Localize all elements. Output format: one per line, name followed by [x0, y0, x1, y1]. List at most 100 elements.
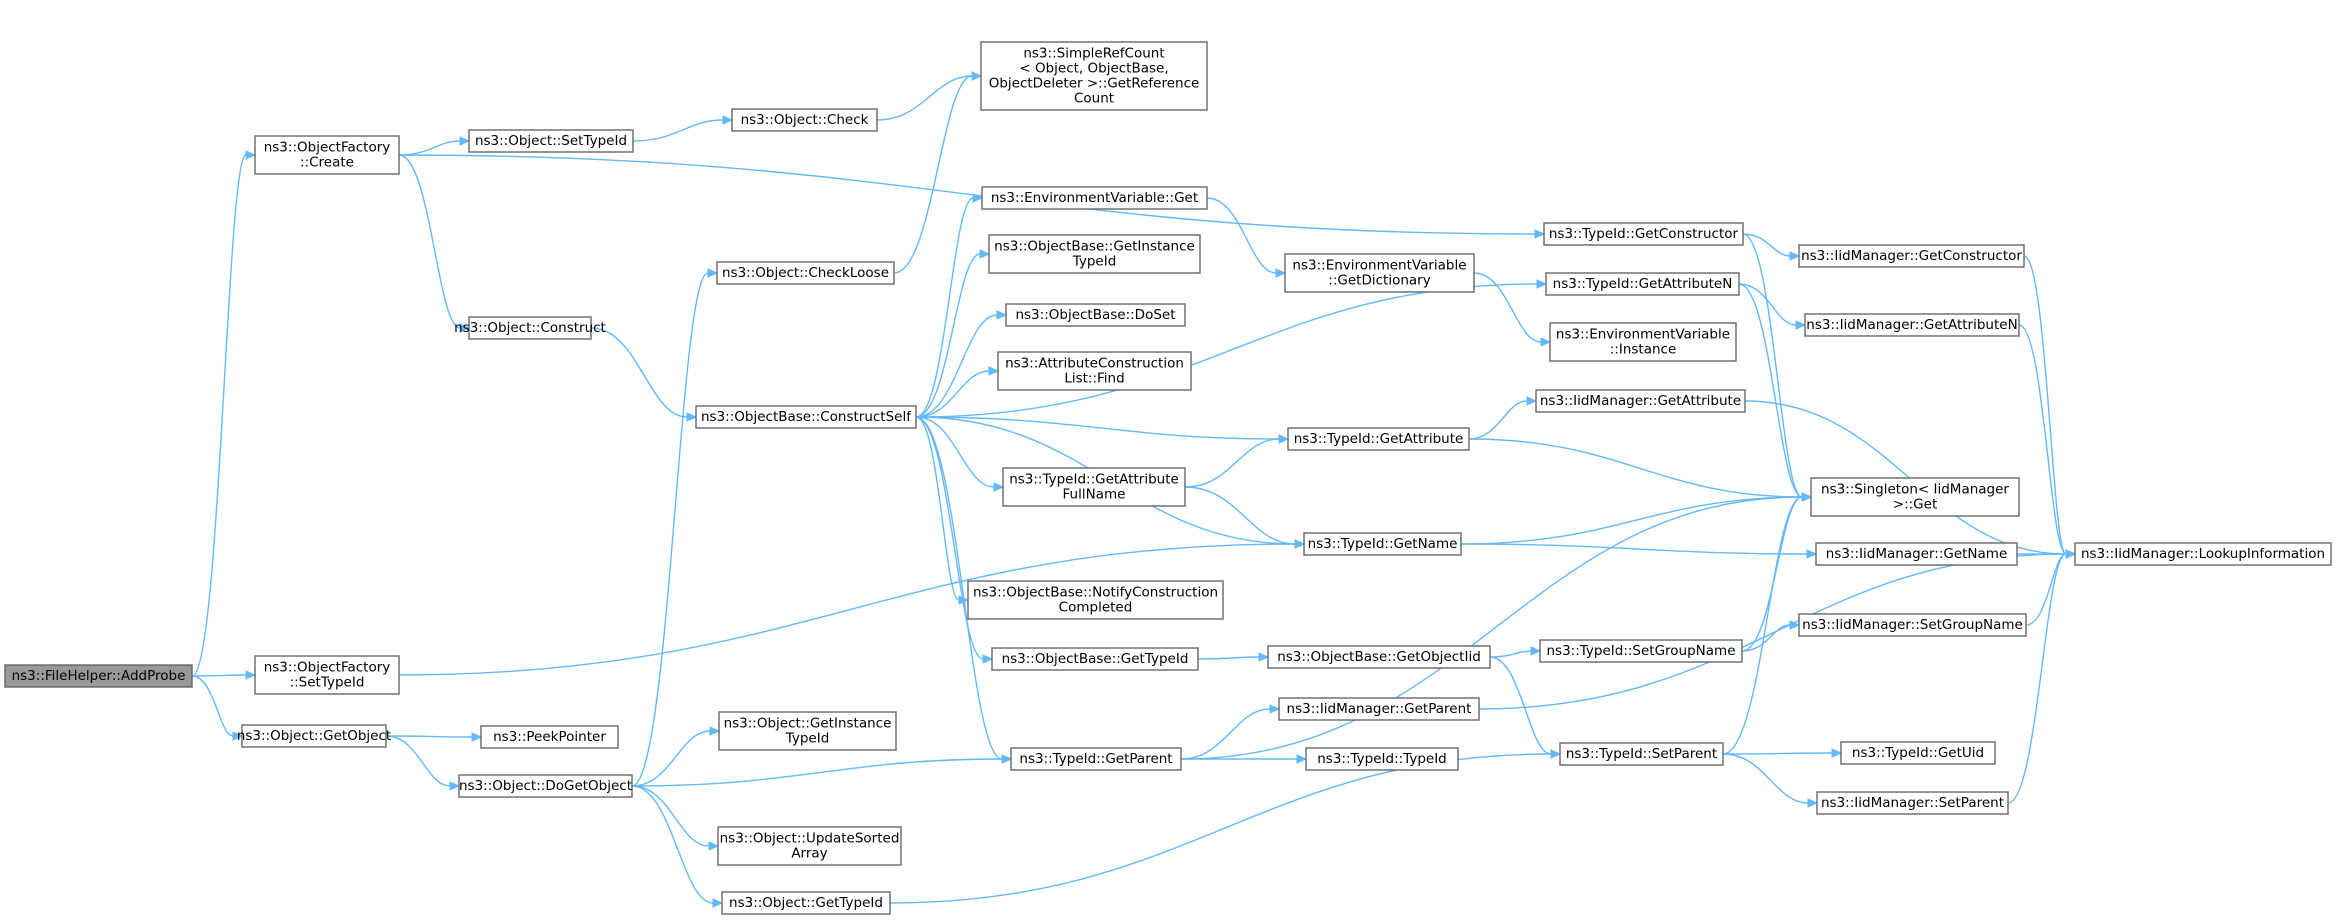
node-addprobe[interactable]: ns3::FileHelper::AddProbe — [4, 664, 193, 688]
node-box — [1284, 253, 1475, 293]
node-envvar-instance[interactable]: ns3::EnvironmentVariable::Instance — [1549, 322, 1737, 362]
node-label: Array — [791, 846, 827, 862]
node-iid-setgroupname[interactable]: ns3::IidManager::SetGroupName — [1798, 613, 2027, 637]
edge-arrowhead — [993, 482, 1005, 492]
edge-tid-getattribute-to-iid-getattribute — [1468, 396, 1538, 440]
node-simplerefcount[interactable]: ns3::SimpleRefCount< Object, ObjectBase,… — [980, 41, 1208, 111]
edge-arrowhead — [232, 731, 244, 741]
node-obj-getobject[interactable]: ns3::Object::GetObject — [237, 724, 391, 748]
node-tid-getuid[interactable]: ns3::TypeId::GetUid — [1840, 741, 1996, 765]
node-box — [1545, 272, 1740, 296]
node-box — [1539, 639, 1743, 663]
node-label: ns3::ObjectBase::GetInstance — [994, 239, 1195, 255]
edge-ob-constructself-to-ob-gettypeid — [915, 416, 994, 664]
node-label: ns3::Singleton< IidManager — [1821, 482, 2009, 498]
node-tid-getname[interactable]: ns3::TypeId::GetName — [1303, 532, 1462, 556]
node-of-settypeid[interactable]: ns3::ObjectFactory::SetTypeId — [254, 655, 400, 695]
node-label: ns3::Object::UpdateSorted — [720, 831, 900, 847]
node-tid-typeid[interactable]: ns3::TypeId::TypeId — [1305, 747, 1459, 771]
node-envvar-getdictionary[interactable]: ns3::EnvironmentVariable::GetDictionary — [1284, 253, 1475, 293]
node-label: ns3::EnvironmentVariable — [1292, 258, 1466, 274]
node-tid-getconstructor[interactable]: ns3::TypeId::GetConstructor — [1543, 222, 1744, 246]
edge-line — [915, 314, 998, 418]
node-ob-getobjectiid[interactable]: ns3::ObjectBase::GetObjectIid — [1267, 645, 1491, 669]
edge-line — [915, 416, 1003, 760]
edge-line — [1738, 283, 1803, 498]
node-obj-gettypeid[interactable]: ns3::Object::GetTypeId — [721, 891, 891, 915]
edge-arrowhead — [979, 249, 991, 259]
node-ob-gettypeid[interactable]: ns3::ObjectBase::GetTypeId — [991, 647, 1199, 671]
edge-arrowhead — [1269, 704, 1281, 714]
node-box — [1010, 747, 1182, 771]
edge-line — [1722, 752, 1833, 755]
edge-line — [915, 370, 990, 418]
node-box — [4, 664, 193, 688]
node-label: ::Instance — [1610, 342, 1677, 358]
node-tid-getparent[interactable]: ns3::TypeId::GetParent — [1010, 747, 1182, 771]
node-label: ns3::FileHelper::AddProbe — [12, 668, 186, 684]
node-iid-lookupinformation[interactable]: ns3::IidManager::LookupInformation — [2074, 542, 2332, 566]
node-tid-getattribute[interactable]: ns3::TypeId::GetAttribute — [1287, 427, 1470, 451]
node-box — [1287, 427, 1470, 451]
node-iid-setparent[interactable]: ns3::IidManager::SetParent — [1816, 791, 2009, 815]
node-iid-getparent[interactable]: ns3::IidManager::GetParent — [1278, 697, 1480, 721]
node-box — [1278, 697, 1480, 721]
edge-tid-getconstructor-to-singleton-get — [1742, 233, 1813, 502]
node-label: ns3::ObjectBase::GetObjectIid — [1277, 649, 1481, 665]
edge-tid-getattributen-to-singleton-get — [1738, 283, 1813, 502]
node-ob-doset[interactable]: ns3::ObjectBase::DoSet — [1005, 303, 1186, 327]
node-obj-settypeid[interactable]: ns3::Object::SetTypeId — [468, 129, 634, 153]
edge-obj-getobject-to-peekpointer — [385, 732, 483, 742]
node-iid-getname[interactable]: ns3::IidManager::GetName — [1815, 542, 2018, 566]
node-label: ns3::TypeId::TypeId — [1317, 751, 1447, 767]
node-tid-setparent[interactable]: ns3::TypeId::SetParent — [1559, 742, 1724, 766]
edge-line — [191, 675, 234, 737]
edge-of-create-to-tid-getconstructor — [398, 154, 1546, 239]
node-ob-notifyconstructioncompleted[interactable]: ns3::ObjectBase::NotifyConstructionCompl… — [967, 580, 1224, 620]
node-label: ns3::ObjectBase::DoSet — [1015, 307, 1175, 323]
edge-obj-settypeid-to-obj-check — [632, 115, 734, 142]
edge-tid-getattributen-to-iid-getattributen — [1738, 283, 1807, 330]
edge-line — [398, 140, 461, 156]
edge-ob-constructself-to-tid-getattribute — [915, 416, 1290, 444]
edge-tid-getparent-to-singleton-get — [1180, 492, 1813, 760]
node-label: ns3::SimpleRefCount — [1023, 46, 1164, 62]
edge-tid-getattribute-to-singleton-get — [1468, 438, 1813, 502]
node-singleton-get[interactable]: ns3::Singleton< IidManager >::Get — [1810, 477, 2020, 517]
node-label: ::GetDictionary — [1328, 273, 1430, 289]
node-box — [997, 351, 1192, 391]
edge-arrowhead — [1275, 268, 1287, 278]
edge-tid-setparent-to-iid-setparent — [1722, 753, 1819, 808]
node-obj-dogetobject[interactable]: ns3::Object::DoGetObject — [458, 774, 633, 798]
node-iid-getattribute[interactable]: ns3::IidManager::GetAttribute — [1535, 389, 1746, 413]
node-tid-getattributen[interactable]: ns3::TypeId::GetAttributeN — [1545, 272, 1740, 296]
node-box — [1804, 313, 2020, 337]
node-peekpointer[interactable]: ns3::PeekPointer — [480, 725, 619, 749]
edge-iid-getattributen-to-iid-lookupinformation — [2018, 324, 2077, 559]
edge-line — [631, 785, 710, 847]
node-iid-getattributen[interactable]: ns3::IidManager::GetAttributeN — [1804, 313, 2020, 337]
node-envvar-get[interactable]: ns3::EnvironmentVariable::Get — [981, 186, 1208, 210]
node-of-create[interactable]: ns3::ObjectFactory::Create — [254, 135, 400, 175]
node-iid-getconstructor[interactable]: ns3::IidManager::GetConstructor — [1798, 244, 2025, 268]
node-label: ::SetTypeId — [290, 675, 365, 691]
edge-line — [631, 272, 709, 787]
node-tid-setgroupname[interactable]: ns3::TypeId::SetGroupName — [1539, 639, 1743, 663]
edge-line — [1742, 233, 1791, 257]
edge-arrowhead — [1296, 754, 1308, 764]
node-ob-constructself[interactable]: ns3::ObjectBase::ConstructSelf — [695, 405, 917, 429]
node-obj-construct[interactable]: ns3::Object::Construct — [454, 316, 606, 340]
edge-line — [2018, 324, 2067, 555]
node-obj-checkloose[interactable]: ns3::Object::CheckLoose — [716, 261, 895, 285]
node-box — [1810, 477, 2020, 517]
edge-line — [385, 735, 451, 787]
node-obj-check[interactable]: ns3::Object::Check — [731, 108, 878, 132]
node-label: ns3::Object::SetTypeId — [475, 133, 627, 149]
node-label: ns3::TypeId::SetGroupName — [1546, 643, 1735, 659]
